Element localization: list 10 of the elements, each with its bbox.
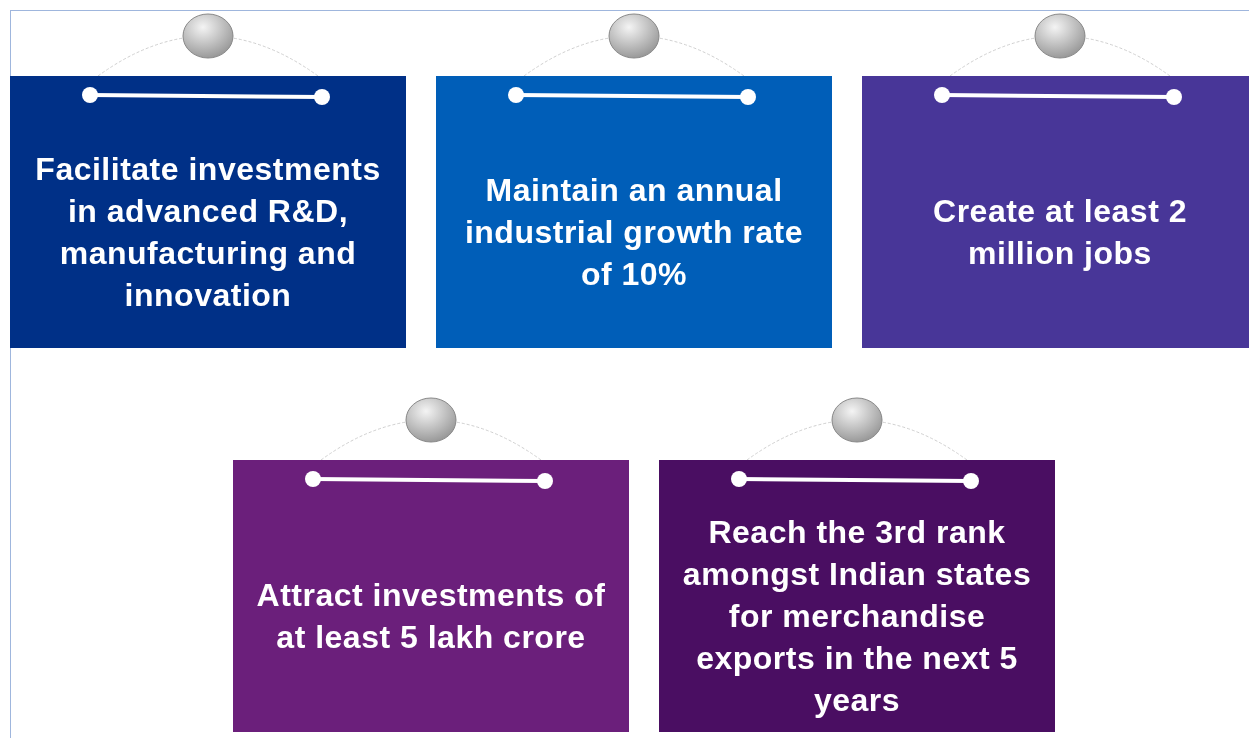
goal-card xyxy=(233,460,629,732)
goal-text: Reach the 3rd rank amongst Indian states for merchandise exports in the next 5 years xyxy=(681,513,1033,720)
goal-text: Create at least 2 million jobs xyxy=(932,192,1188,273)
goal-text: Attract investments of at least 5 lakh crore xyxy=(255,576,607,657)
goal-card xyxy=(436,76,832,348)
goal-card xyxy=(10,76,406,348)
goal-text: Facilitate investments in advanced R&D, manufacturing and innovation xyxy=(34,150,382,315)
goal-card xyxy=(862,76,1249,348)
goal-text: Maintain an annual industrial growth rate of 10% xyxy=(463,171,805,294)
goal-card xyxy=(659,460,1055,732)
